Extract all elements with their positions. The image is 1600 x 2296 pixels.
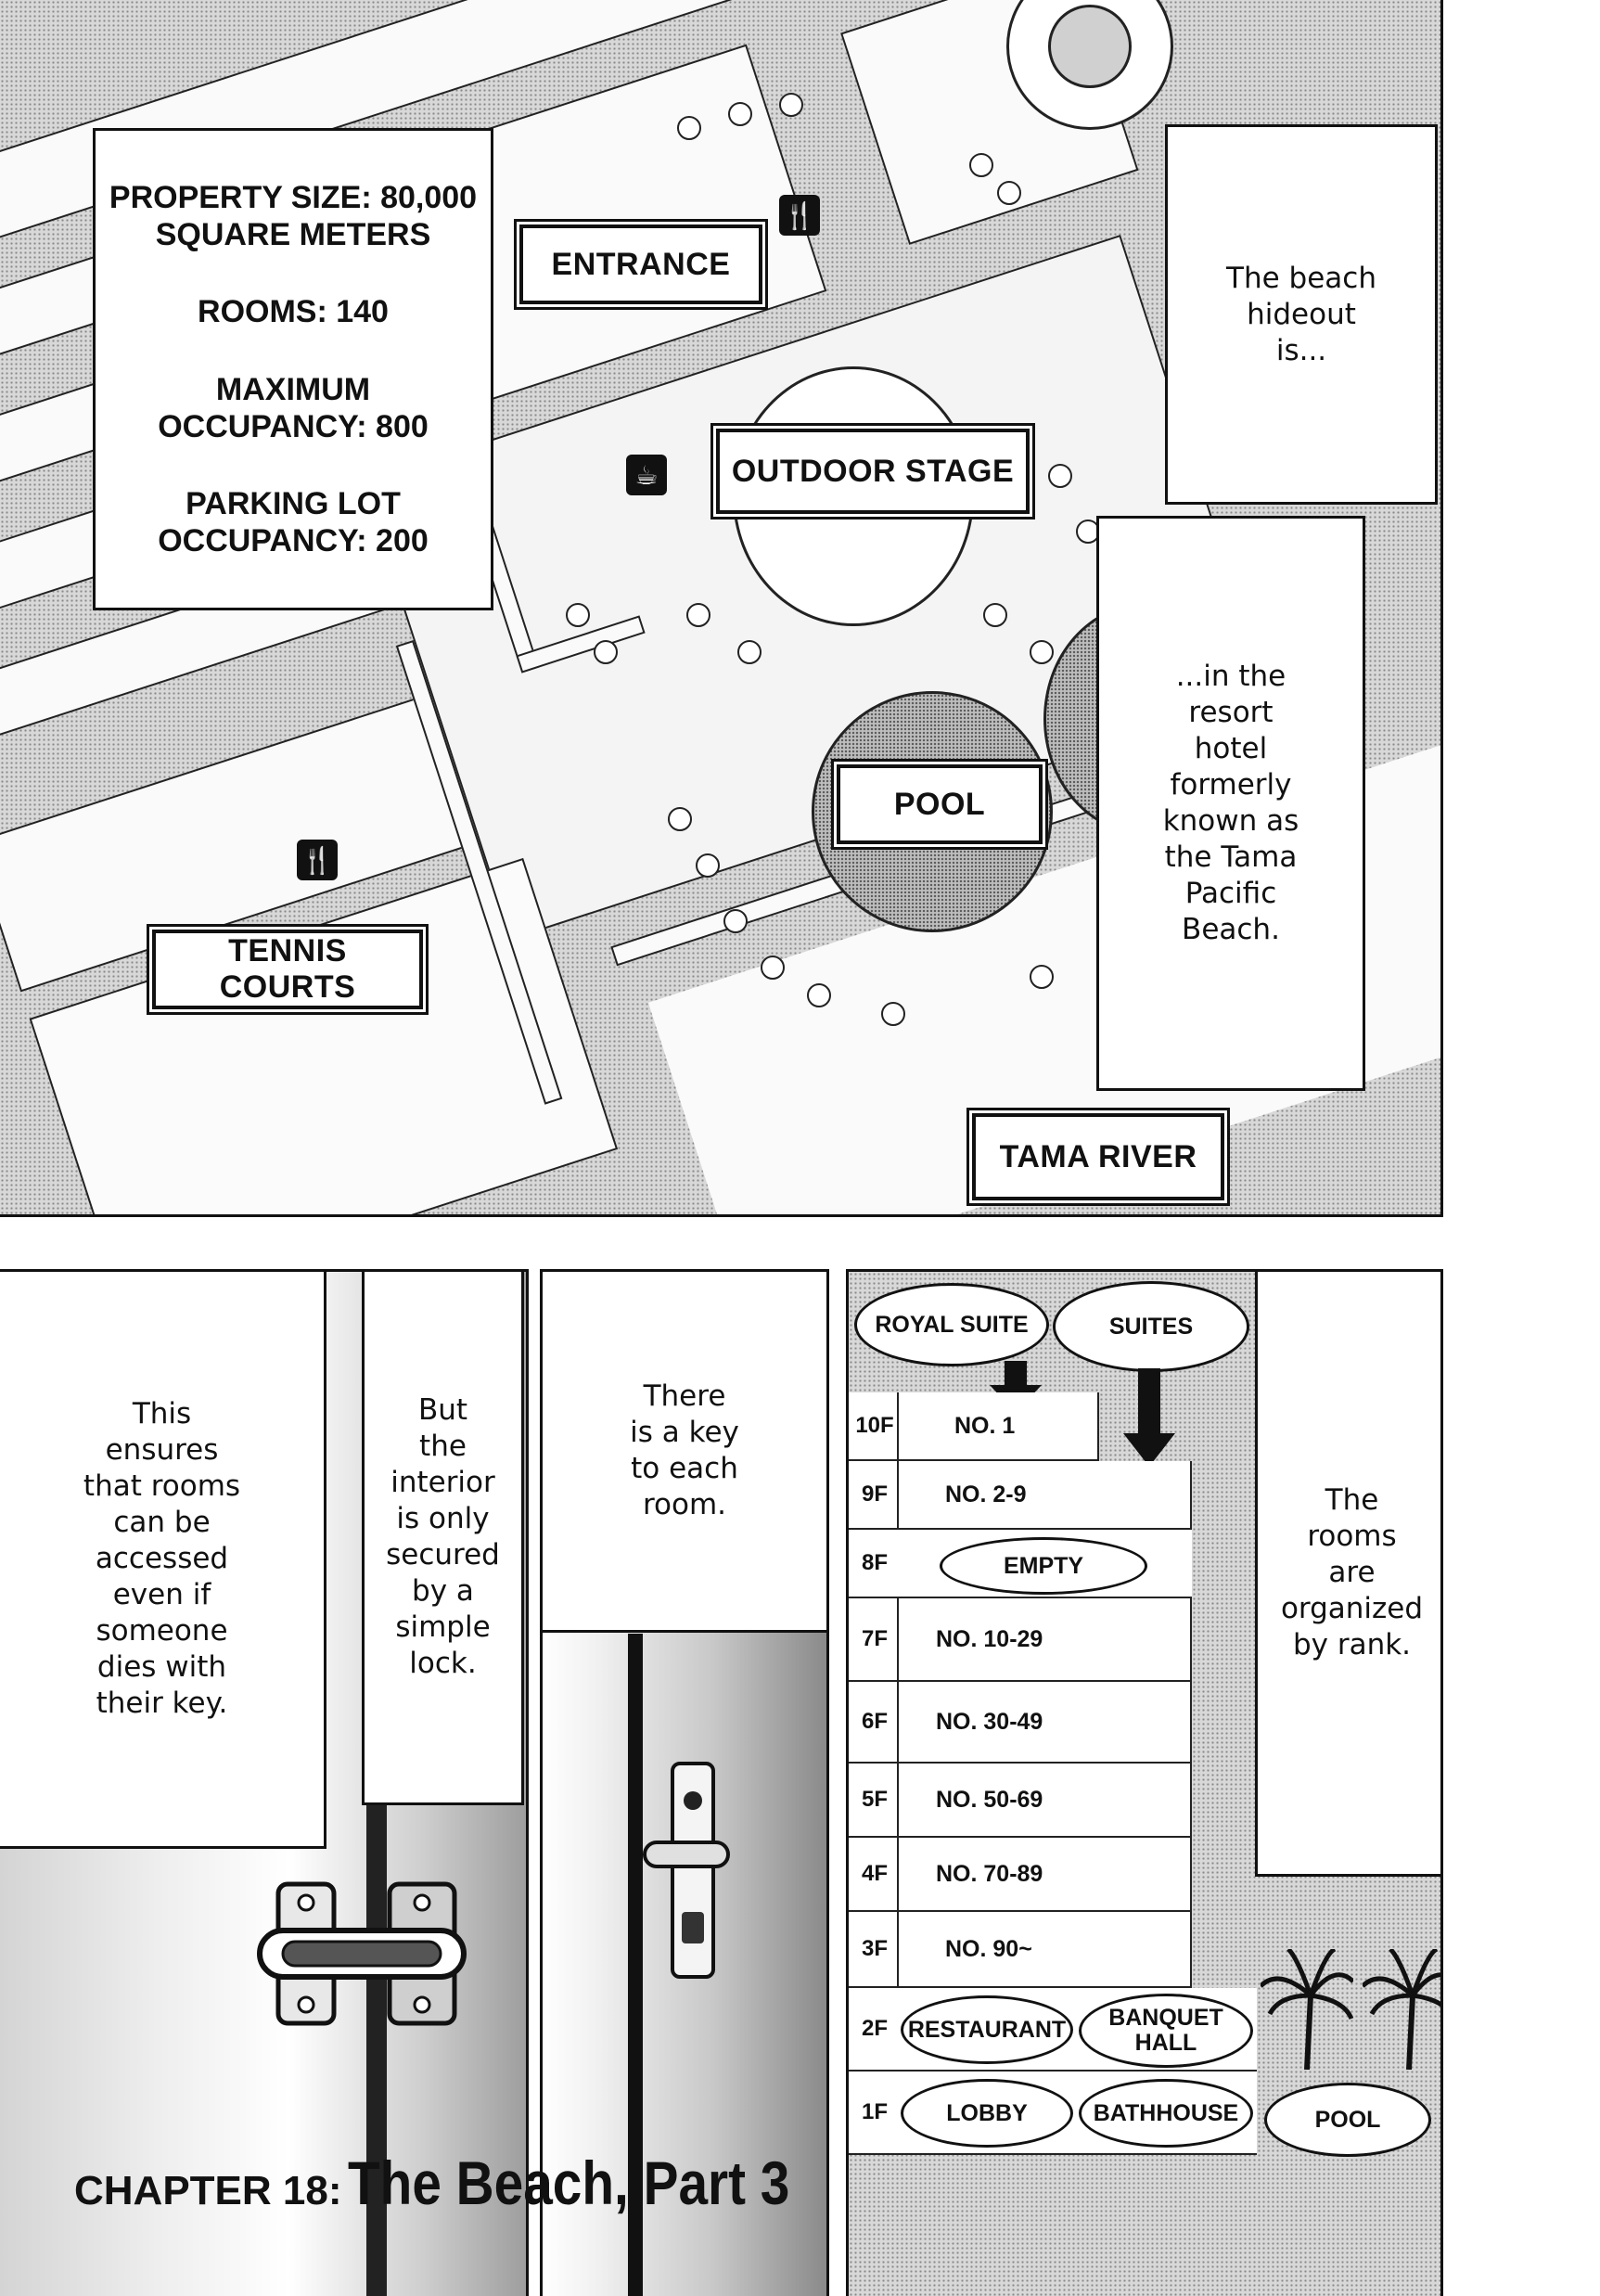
palm-tree-icon bbox=[1363, 1949, 1440, 2070]
door-latch-illustration bbox=[257, 1881, 467, 2026]
door-latch-panel: This ensures that rooms can be accessed … bbox=[0, 1269, 529, 2296]
cafe-icon: ☕ bbox=[626, 455, 667, 495]
rooms-stat: ROOMS: 140 bbox=[198, 294, 389, 330]
parking-occupancy-stat: PARKING LOT OCCUPANCY: 200 bbox=[158, 486, 429, 559]
floor-row-6f: 6F NO. 30-49 bbox=[849, 1682, 1192, 1764]
table bbox=[779, 93, 803, 117]
door-handle-illustration bbox=[643, 1762, 730, 1979]
organized-by-rank-caption: The rooms are organized by rank. bbox=[1255, 1272, 1440, 1877]
floor-label: 7F bbox=[861, 1626, 888, 1651]
floor-stack: 10F NO. 1 9F NO. 2-9 8F EMPTY 7F NO. 10-… bbox=[849, 1392, 1440, 2296]
table bbox=[969, 153, 993, 177]
floor-rooms: NO. 1 bbox=[897, 1392, 1099, 1459]
beach-hideout-caption: The beach hideout is... bbox=[1165, 124, 1438, 505]
chapter-name: The Beach, Part 3 bbox=[347, 2148, 789, 2217]
table bbox=[761, 956, 785, 980]
door-key-panel: There is a key to each room. bbox=[540, 1269, 829, 2296]
table bbox=[997, 181, 1021, 205]
banquet-hall-oval: BANQUET HALL bbox=[1079, 1994, 1253, 2068]
floor-label: 2F bbox=[861, 2016, 888, 2041]
table bbox=[668, 807, 692, 831]
empty-floor-oval: EMPTY bbox=[940, 1537, 1147, 1595]
resort-map-panel: 🍴 ☕ 🍴 PROPERTY SIZE: 80,000 SQUARE METER… bbox=[0, 0, 1443, 1217]
floor-row-5f: 5F NO. 50-69 bbox=[849, 1764, 1192, 1838]
restaurant-oval: RESTAURANT bbox=[901, 1995, 1073, 2064]
floor-row-7f: 7F NO. 10-29 bbox=[849, 1598, 1192, 1682]
floor-rooms: NO. 10-29 bbox=[897, 1598, 1192, 1680]
arrow-down-icon bbox=[990, 1361, 1042, 1413]
table bbox=[881, 1002, 905, 1026]
table bbox=[983, 603, 1007, 627]
floor-rooms: NO. 50-69 bbox=[897, 1764, 1192, 1836]
table bbox=[1030, 965, 1054, 989]
table bbox=[1048, 464, 1072, 488]
floor-row-8f: 8F EMPTY bbox=[849, 1530, 1192, 1598]
restaurant-icon: 🍴 bbox=[779, 195, 820, 236]
royal-suite-oval: ROYAL SUITE bbox=[854, 1283, 1049, 1366]
floor-row-10f: 10F NO. 1 bbox=[849, 1392, 1099, 1461]
roundabout-inner bbox=[1048, 5, 1132, 88]
tennis-courts-label: TENNIS COURTS bbox=[152, 930, 423, 1009]
ensures-access-caption: This ensures that rooms can be accessed … bbox=[0, 1272, 326, 1849]
floor-row-4f: 4F NO. 70-89 bbox=[849, 1838, 1192, 1912]
key-each-room-caption: There is a key to each room. bbox=[543, 1272, 826, 1633]
palm-tree-icon bbox=[1261, 1949, 1353, 2070]
floor-rooms: NO. 70-89 bbox=[897, 1838, 1192, 1910]
bathhouse-oval: BATHHOUSE bbox=[1079, 2079, 1253, 2148]
table bbox=[807, 983, 831, 1007]
arrow-down-icon bbox=[1123, 1368, 1175, 1467]
outdoor-stage-label: OUTDOOR STAGE bbox=[716, 429, 1030, 514]
pool-label: POOL bbox=[837, 764, 1043, 844]
floor-row-1f: 1F LOBBY BATHHOUSE bbox=[849, 2072, 1257, 2155]
floor-label: 5F bbox=[861, 1787, 888, 1812]
floor-rooms: NO. 2-9 bbox=[897, 1461, 1192, 1528]
table bbox=[566, 603, 590, 627]
table bbox=[686, 603, 710, 627]
tama-river-label: TAMA RIVER bbox=[972, 1113, 1224, 1200]
floor-rooms: NO. 30-49 bbox=[897, 1682, 1192, 1762]
table bbox=[1030, 640, 1054, 664]
floor-row-2f: 2F RESTAURANT BANQUET HALL bbox=[849, 1988, 1257, 2072]
property-stats-box: PROPERTY SIZE: 80,000 SQUARE METERS ROOM… bbox=[93, 128, 493, 610]
door-frame-shadow bbox=[628, 1634, 643, 2296]
outdoor-pool-oval: POOL bbox=[1264, 2083, 1431, 2157]
lobby-oval: LOBBY bbox=[901, 2079, 1073, 2148]
entrance-label: ENTRANCE bbox=[519, 224, 762, 304]
chapter-number: CHAPTER 18: bbox=[74, 2168, 342, 2213]
table bbox=[723, 909, 748, 933]
table bbox=[594, 640, 618, 664]
table bbox=[677, 116, 701, 140]
table bbox=[737, 640, 762, 664]
floor-rooms: NO. 90~ bbox=[897, 1912, 1192, 1986]
table bbox=[696, 853, 720, 878]
floor-label: 9F bbox=[861, 1481, 888, 1507]
property-size-stat: PROPERTY SIZE: 80,000 SQUARE METERS bbox=[109, 179, 478, 252]
simple-lock-caption: But the interior is only secured by a si… bbox=[362, 1272, 524, 1805]
floor-label: 1F bbox=[861, 2099, 888, 2124]
floor-label: 10F bbox=[855, 1413, 894, 1438]
floor-chart-panel: ROYAL SUITE SUITES 10F NO. 1 9F NO. 2-9 … bbox=[846, 1269, 1443, 2296]
floor-label: 4F bbox=[861, 1861, 888, 1886]
floor-label: 3F bbox=[861, 1936, 888, 1961]
floor-label: 6F bbox=[861, 1709, 888, 1734]
resort-hotel-caption: ...in the resort hotel formerly known as… bbox=[1096, 516, 1365, 1091]
floor-row-9f: 9F NO. 2-9 bbox=[849, 1461, 1192, 1530]
restaurant-icon: 🍴 bbox=[297, 840, 338, 880]
chapter-title: CHAPTER 18: The Beach, Part 3 bbox=[74, 2148, 861, 2218]
max-occupancy-stat: MAXIMUM OCCUPANCY: 800 bbox=[158, 371, 429, 444]
suites-oval: SUITES bbox=[1053, 1281, 1249, 1372]
table bbox=[728, 102, 752, 126]
floor-row-3f: 3F NO. 90~ bbox=[849, 1912, 1192, 1988]
floor-label: 8F bbox=[861, 1550, 888, 1575]
